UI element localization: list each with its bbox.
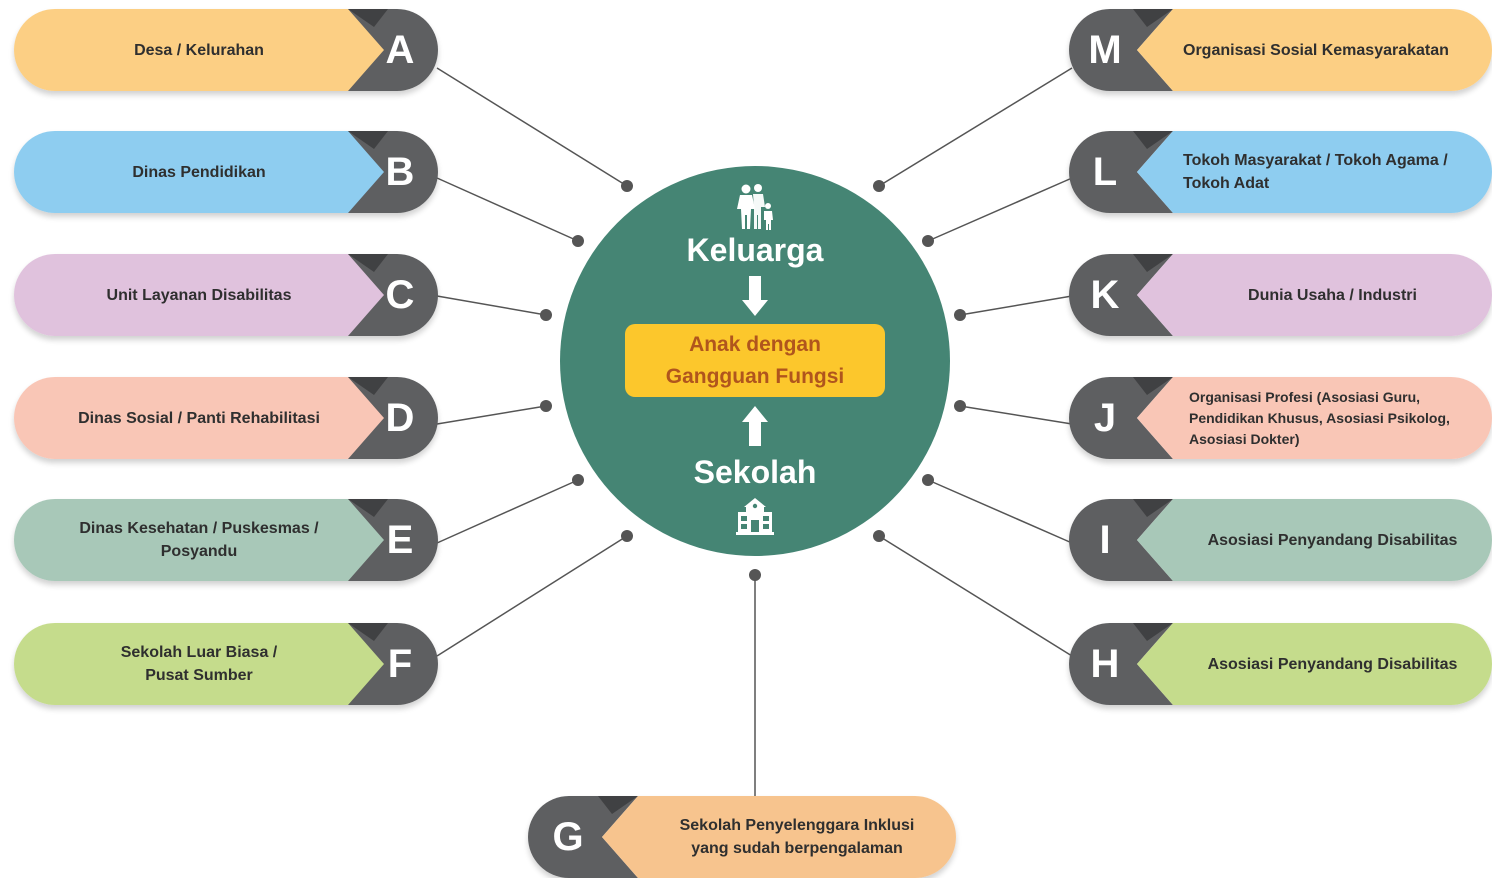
- node-i: Asosiasi Penyandang Disabilitas I: [1069, 499, 1492, 581]
- connector-dot-b: [572, 235, 584, 247]
- connector-dot-e: [572, 474, 584, 486]
- node-e-label: Dinas Kesehatan / Puskesmas /Posyandu: [14, 499, 384, 581]
- arrow-down-icon: [742, 276, 768, 316]
- core-line-2: Gangguan Fungsi: [665, 364, 845, 388]
- connector-l: [927, 177, 1073, 242]
- center-bottom-label: Sekolah: [693, 454, 817, 490]
- node-b-letter: B: [385, 149, 415, 194]
- connector-h: [878, 535, 1073, 657]
- school-icon: [736, 498, 774, 535]
- connector-dot-l: [922, 235, 934, 247]
- connector-c: [436, 295, 547, 316]
- connector-b: [436, 177, 579, 242]
- node-e-letter: E: [386, 517, 414, 562]
- connector-dot-a: [621, 180, 633, 192]
- node-g-letter: G: [552, 814, 584, 859]
- node-d: Dinas Sosial / Panti Rehabilitasi D: [14, 377, 438, 459]
- node-m-letter: M: [1088, 27, 1122, 72]
- connector-i: [927, 479, 1073, 544]
- node-g-badge: [528, 796, 638, 878]
- node-f-badge: [348, 623, 438, 705]
- connector-dot-k: [954, 309, 966, 321]
- center-top-label: Keluarga: [686, 232, 824, 268]
- node-l-notch: [1137, 131, 1173, 213]
- node-a-badge: [348, 9, 438, 91]
- node-a-label: Desa / Kelurahan: [14, 9, 384, 91]
- connector-dot-i: [922, 474, 934, 486]
- node-m-label: Organisasi Sosial Kemasyarakatan: [1173, 9, 1492, 91]
- family-icon: [737, 184, 773, 230]
- node-k: Dunia Usaha / Industri K: [1069, 254, 1492, 336]
- node-j-badge: [1069, 377, 1173, 459]
- node-m: Organisasi Sosial Kemasyarakatan M: [1069, 9, 1492, 91]
- node-b-label: Dinas Pendidikan: [14, 131, 384, 213]
- node-e-badge: [348, 499, 438, 581]
- node-c-letter: C: [385, 272, 415, 317]
- connector-dot-m: [873, 180, 885, 192]
- node-f: Sekolah Luar Biasa /Pusat Sumber F: [14, 623, 438, 705]
- node-h-label: Asosiasi Penyandang Disabilitas: [1173, 623, 1492, 705]
- node-d-letter: D: [385, 395, 415, 440]
- node-b-badge: [348, 131, 438, 213]
- connector-m: [878, 67, 1073, 187]
- node-h-letter: H: [1090, 641, 1120, 686]
- connector-a: [436, 67, 628, 187]
- node-c-label: Unit Layanan Disabilitas: [14, 254, 384, 336]
- core-line-1: Anak dengan: [689, 332, 821, 356]
- node-k-notch: [1137, 254, 1173, 336]
- node-j-notch: [1137, 377, 1173, 459]
- connector-d: [436, 405, 547, 425]
- connector-dot-f: [621, 530, 633, 542]
- node-j: Organisasi Profesi (Asosiasi Guru,Pendid…: [1069, 377, 1492, 459]
- node-l-label: Tokoh Masyarakat / Tokoh Agama /Tokoh Ad…: [1173, 131, 1492, 213]
- node-i-letter: I: [1099, 517, 1111, 562]
- center-circle: Keluarga Anak dengan Gangguan Fungsi Sek…: [560, 166, 950, 556]
- node-a: Desa / Kelurahan A: [14, 9, 438, 91]
- node-a-letter: A: [385, 27, 415, 72]
- node-c-badge: [348, 254, 438, 336]
- node-h-badge: [1069, 623, 1173, 705]
- connector-f: [436, 535, 628, 657]
- node-m-notch: [1137, 9, 1173, 91]
- node-d-label: Dinas Sosial / Panti Rehabilitasi: [14, 377, 384, 459]
- node-c: Unit Layanan Disabilitas C: [14, 254, 438, 336]
- node-h-notch: [1137, 623, 1173, 705]
- node-h: Asosiasi Penyandang Disabilitas H: [1069, 623, 1492, 705]
- node-d-badge: [348, 377, 438, 459]
- connector-dot-d: [540, 400, 552, 412]
- arrow-up-icon: [742, 406, 768, 446]
- node-g-notch: [602, 796, 638, 878]
- connector-dot-j: [954, 400, 966, 412]
- node-m-badge: [1069, 9, 1173, 91]
- connector-dot-g: [749, 569, 761, 581]
- connector-j: [959, 405, 1073, 425]
- node-i-label: Asosiasi Penyandang Disabilitas: [1173, 499, 1492, 581]
- connector-dot-h: [873, 530, 885, 542]
- connector-k: [959, 295, 1073, 316]
- connector-e: [436, 479, 579, 544]
- node-j-label: Organisasi Profesi (Asosiasi Guru,Pendid…: [1173, 377, 1492, 459]
- connector-dot-c: [540, 309, 552, 321]
- node-l-letter: L: [1092, 149, 1118, 194]
- node-k-letter: K: [1090, 272, 1120, 317]
- node-f-letter: F: [387, 641, 413, 686]
- node-k-badge: [1069, 254, 1173, 336]
- node-f-label: Sekolah Luar Biasa /Pusat Sumber: [14, 623, 384, 705]
- node-j-letter: J: [1093, 395, 1117, 440]
- node-l: Tokoh Masyarakat / Tokoh Agama /Tokoh Ad…: [1069, 131, 1492, 213]
- node-i-badge: [1069, 499, 1173, 581]
- core-box: Anak dengan Gangguan Fungsi: [625, 324, 885, 397]
- node-b: Dinas Pendidikan B: [14, 131, 438, 213]
- node-k-label: Dunia Usaha / Industri: [1173, 254, 1492, 336]
- node-e: Dinas Kesehatan / Puskesmas /Posyandu E: [14, 499, 438, 581]
- node-i-notch: [1137, 499, 1173, 581]
- node-l-badge: [1069, 131, 1173, 213]
